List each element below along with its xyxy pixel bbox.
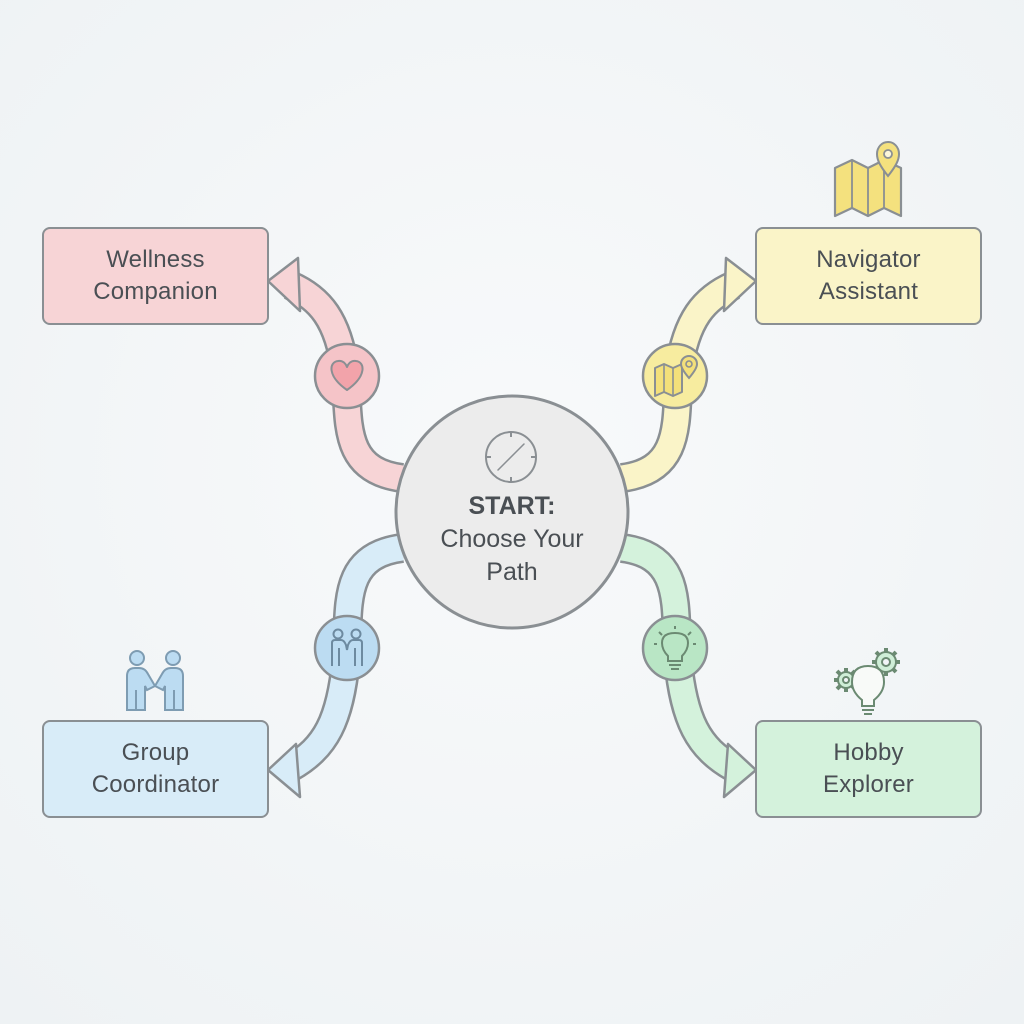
people-holding-hands-icon — [331, 628, 363, 666]
arrowhead-group — [266, 742, 302, 799]
node-hobby-line1: Hobby — [833, 739, 904, 766]
heart-icon — [330, 359, 364, 391]
center-line2: Path — [486, 558, 538, 586]
people-medallion — [313, 614, 381, 682]
lightbulb-gears-icon — [834, 648, 900, 715]
node-wellness-line2: Companion — [93, 278, 218, 305]
node-navigator-assistant[interactable]: Navigator Assistant — [755, 227, 982, 325]
node-hobby-line2: Explorer — [823, 771, 914, 798]
compass-icon — [485, 431, 537, 483]
map-medallion — [641, 342, 709, 410]
lightbulb-icon — [654, 626, 696, 670]
node-group-line2: Coordinator — [91, 771, 220, 798]
center-title: START: — [468, 492, 556, 520]
gear-icon-large — [872, 648, 900, 676]
people-holding-hands-icon-large — [126, 650, 184, 711]
node-wellness-companion[interactable]: Wellness Companion — [42, 227, 269, 325]
node-group-coordinator[interactable]: Group Coordinator — [42, 720, 269, 818]
map-pin-icon — [654, 354, 699, 397]
center-line1: Choose Your — [440, 525, 584, 553]
lightbulb-medallion — [641, 614, 709, 682]
node-wellness-line1: Wellness — [106, 246, 205, 273]
heart-medallion — [313, 342, 381, 410]
node-navigator-line2: Assistant — [818, 278, 919, 305]
node-navigator-line1: Navigator — [816, 246, 921, 273]
arrowhead-navigator — [722, 256, 758, 313]
arrowhead-wellness — [266, 256, 302, 313]
center-node — [394, 394, 630, 630]
arrowhead-hobby — [722, 742, 758, 799]
center-label: START: Choose Your Path — [412, 490, 612, 589]
node-hobby-explorer[interactable]: Hobby Explorer — [755, 720, 982, 818]
map-pin-icon-large — [833, 140, 903, 218]
node-group-line1: Group — [121, 739, 190, 766]
